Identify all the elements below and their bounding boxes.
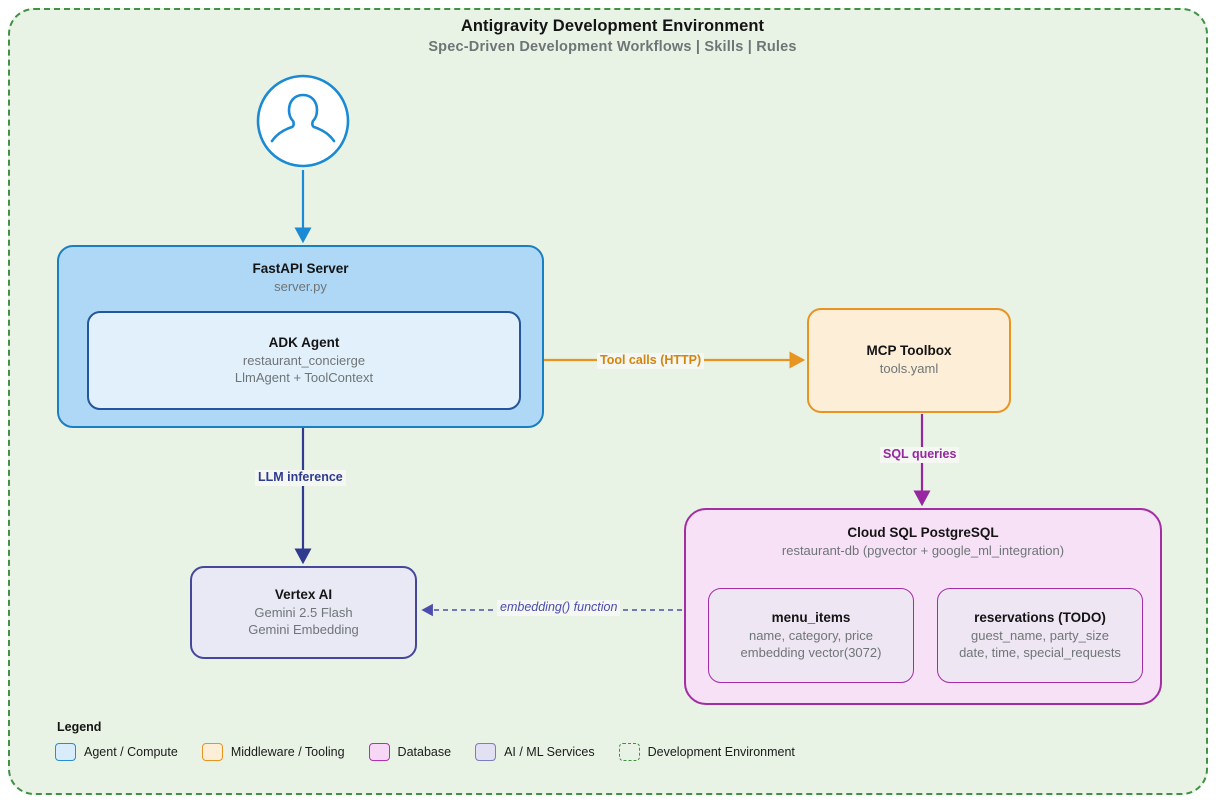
legend-title: Legend	[57, 720, 102, 734]
vertex-ai-subtitle-2: Gemini Embedding	[248, 621, 359, 637]
reservations-title: reservations (TODO)	[974, 609, 1106, 625]
legend-item-ai-ml-services: AI / ML Services	[475, 743, 595, 761]
vertex-ai-title: Vertex AI	[274, 586, 333, 602]
legend-swatch-middleware-tooling	[201, 743, 223, 761]
legend-item-database: Database	[368, 743, 452, 761]
adk-agent-subtitle-2: LlmAgent + ToolContext	[234, 369, 374, 385]
edge-label-tool-calls: Tool calls (HTTP)	[597, 353, 705, 369]
fastapi-subtitle: server.py	[274, 278, 327, 294]
menu-items-columns-1: name, category, price	[748, 627, 874, 643]
adk-agent-subtitle-1: restaurant_concierge	[242, 352, 366, 368]
legend-label-development-environment: Development Environment	[647, 745, 795, 759]
adk-agent-title: ADK Agent	[268, 334, 340, 350]
legend-swatch-agent-compute	[55, 743, 76, 761]
vertex-ai-subtitle-1: Gemini 2.5 Flash	[254, 604, 353, 620]
legend-swatch-database	[368, 743, 390, 761]
reservations-columns-2: date, time, special_requests	[959, 644, 1121, 660]
mcp-toolbox-title: MCP Toolbox	[866, 343, 952, 359]
cloud-sql-subtitle: restaurant-db (pgvector + google_ml_inte…	[781, 542, 1065, 558]
legend-item-development-environment: Development Environment	[618, 743, 795, 761]
node-table-reservations[interactable]: reservations (TODO) guest_name, party_si…	[937, 588, 1143, 683]
reservations-columns-1: guest_name, party_size	[970, 627, 1110, 643]
node-table-menu-items[interactable]: menu_items name, category, price embeddi…	[708, 588, 914, 683]
user-avatar-icon	[256, 74, 350, 168]
edge-label-embedding-function: embedding() function	[497, 600, 621, 616]
node-vertex-ai[interactable]: Vertex AI Gemini 2.5 Flash Gemini Embedd…	[190, 566, 417, 659]
node-mcp-toolbox[interactable]: MCP Toolbox tools.yaml	[807, 308, 1011, 413]
diagram-subtitle: Spec-Driven Development Workflows | Skil…	[428, 39, 797, 55]
diagram-title: Antigravity Development Environment	[460, 17, 765, 35]
menu-items-columns-2: embedding vector(3072)	[740, 644, 882, 660]
legend-item-middleware-tooling: Middleware / Tooling	[201, 743, 345, 761]
legend-label-middleware-tooling: Middleware / Tooling	[230, 745, 345, 759]
legend-swatch-development-environment	[618, 743, 640, 761]
edge-label-llm-inference: LLM inference	[255, 470, 346, 486]
node-adk-agent[interactable]: ADK Agent restaurant_concierge LlmAgent …	[87, 311, 521, 410]
legend-label-database: Database	[397, 745, 452, 759]
cloud-sql-title: Cloud SQL PostgreSQL	[847, 525, 999, 540]
edge-label-sql-queries: SQL queries	[880, 447, 960, 463]
legend-item-agent-compute: Agent / Compute	[55, 743, 178, 761]
legend-label-ai-ml-services: AI / ML Services	[504, 745, 595, 759]
legend-swatch-ai-ml-services	[475, 743, 497, 761]
menu-items-title: menu_items	[771, 609, 851, 625]
mcp-toolbox-subtitle: tools.yaml	[879, 361, 939, 377]
legend-label-agent-compute: Agent / Compute	[84, 745, 178, 759]
fastapi-title: FastAPI Server	[252, 261, 349, 276]
legend: Agent / Compute Middleware / Tooling Dat…	[55, 741, 819, 763]
